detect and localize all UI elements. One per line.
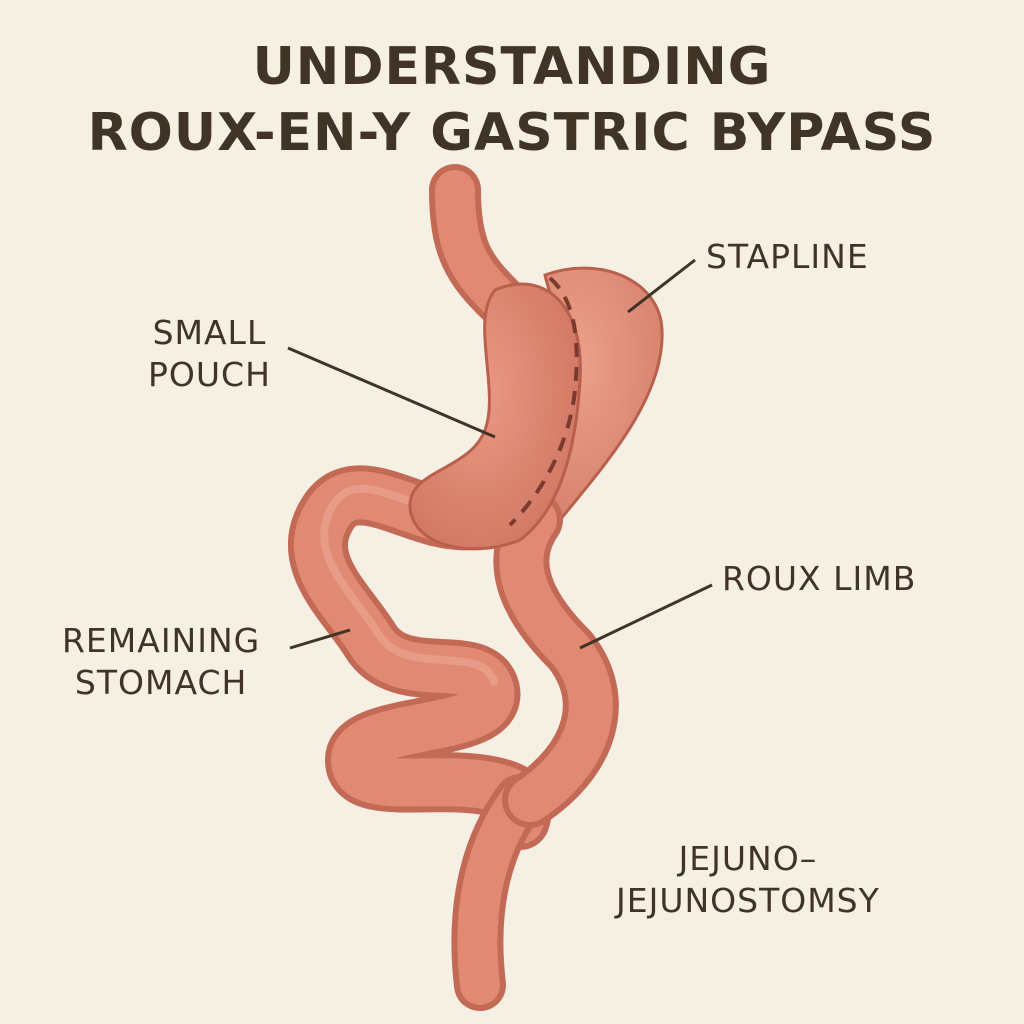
leader-small-pouch bbox=[287, 346, 496, 439]
title-line-2: ROUX-EN-Y GASTRIC BYPASS bbox=[87, 103, 937, 163]
leader-roux-limb bbox=[579, 583, 713, 650]
label-roux-limb: ROUX LIMB bbox=[722, 559, 917, 598]
label-stapline: STAPLINE bbox=[706, 237, 869, 276]
leader-stapline bbox=[627, 258, 696, 314]
label-small-pouch: SMALL POUCH bbox=[148, 313, 271, 394]
label-jejunojejunostomy: JEJUNO– JEJUNOSTOMSY bbox=[616, 839, 880, 920]
diagram-title: UNDERSTANDING ROUX-EN-Y GASTRIC BYPASS bbox=[0, 34, 1024, 166]
leader-remaining-stomach bbox=[289, 628, 351, 650]
label-remaining-stomach: REMAINING STOMACH bbox=[62, 621, 261, 702]
title-line-1: UNDERSTANDING bbox=[252, 37, 772, 97]
small-pouch-shape bbox=[408, 282, 582, 551]
staple-line bbox=[508, 276, 579, 527]
